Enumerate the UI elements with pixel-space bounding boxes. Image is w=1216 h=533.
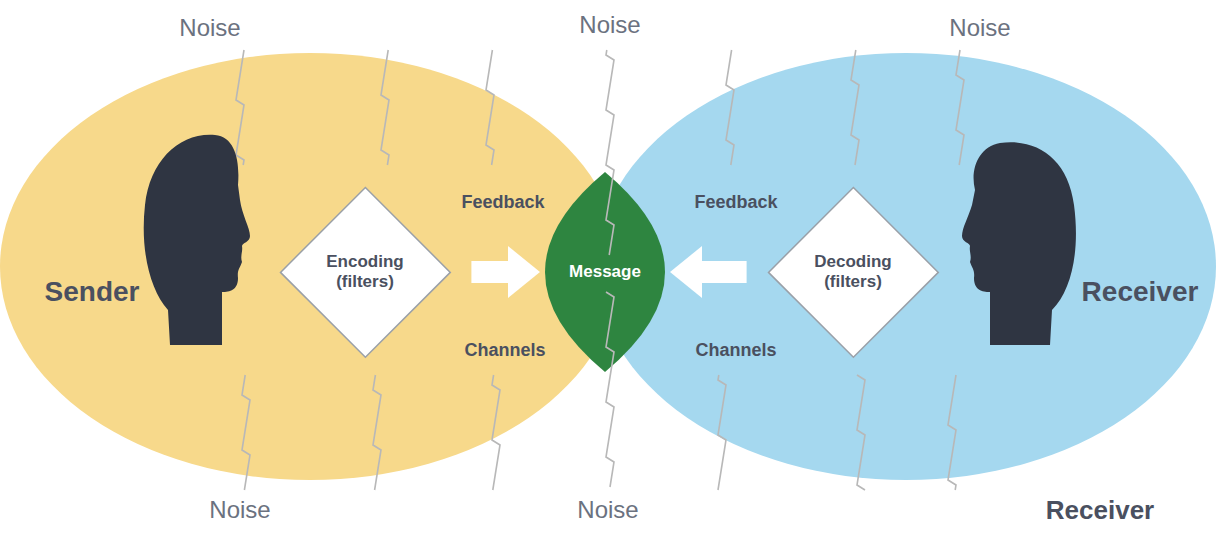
noise-line	[851, 50, 859, 165]
region-fill	[596, 53, 1216, 480]
noise-line	[486, 50, 494, 165]
receiver-region: Receiver Decoding (filters)	[596, 53, 1216, 480]
receiver-head	[962, 142, 1076, 345]
arrow-label: Channels	[464, 340, 545, 361]
noise-line	[718, 375, 726, 490]
noise-line	[492, 375, 500, 490]
noise-line	[606, 50, 614, 255]
encoding-diamond: Encoding (filters)	[279, 186, 452, 359]
sender-head	[144, 135, 250, 345]
flow-arrow	[471, 261, 508, 283]
noise-label: Noise	[209, 496, 270, 524]
arrow-label: Feedback	[694, 192, 777, 213]
process-text: Decoding (filters)	[801, 252, 905, 293]
region-fill	[0, 53, 620, 480]
process-text: Encoding (filters)	[313, 252, 417, 293]
party-name: Receiver	[1082, 276, 1199, 308]
noise-squiggles	[236, 50, 964, 490]
noise-line	[236, 50, 244, 165]
noise-line	[857, 375, 865, 490]
noise-label: Noise	[949, 14, 1010, 42]
noise-line	[606, 292, 614, 487]
decoding-diamond: Decoding (filters)	[767, 186, 940, 359]
lens-fill	[545, 172, 665, 372]
party-name: Sender	[45, 276, 140, 308]
arrow-label: Feedback	[461, 192, 544, 213]
diamond-fill	[280, 187, 450, 357]
noise-label: Noise	[577, 496, 638, 524]
flow-arrow	[702, 261, 747, 283]
noise-label: Noise	[179, 14, 240, 42]
noise-line	[381, 50, 389, 165]
diamond-fill	[768, 187, 938, 357]
arrow-label: Channels	[695, 340, 776, 361]
party-label: Receiver	[1046, 495, 1154, 526]
noise-label: Noise	[579, 11, 640, 39]
sender-region: Sender Encoding (filters)	[0, 53, 620, 480]
message-text: Message	[569, 262, 641, 282]
noise-line	[956, 50, 964, 165]
noise-line	[242, 375, 250, 490]
message-lens: Message	[545, 172, 665, 372]
noise-line	[726, 50, 734, 165]
noise-line	[373, 375, 381, 490]
noise-line	[948, 375, 956, 490]
